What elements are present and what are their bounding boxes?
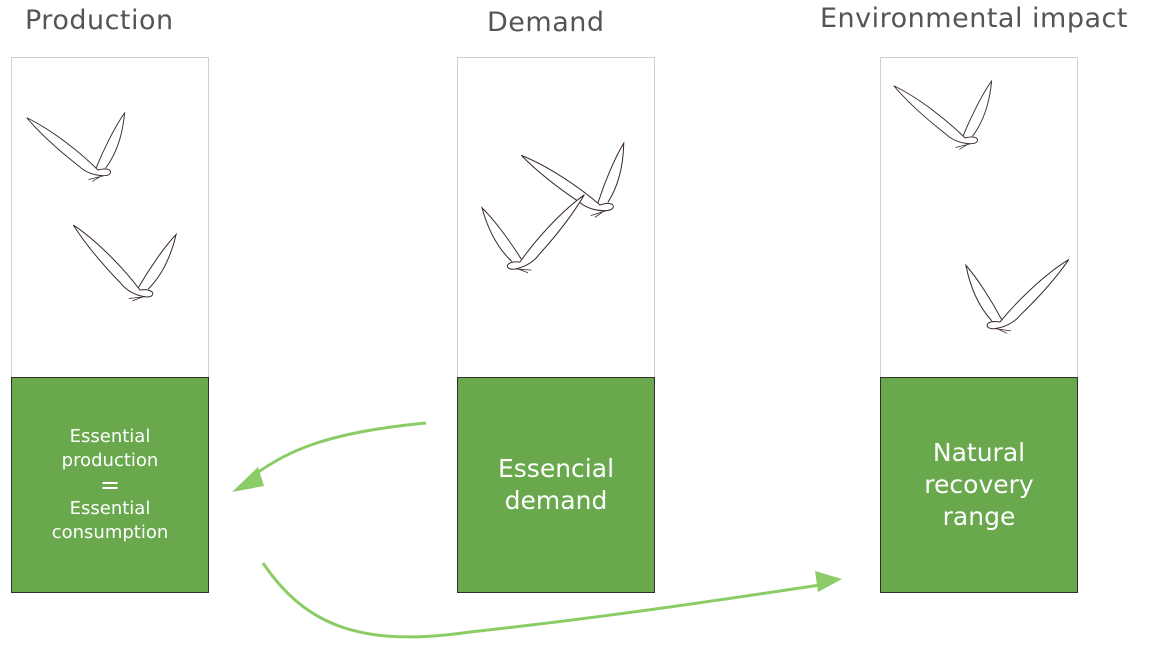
production-line-2: production (61, 450, 159, 471)
bird-icon (965, 253, 1077, 338)
bird-icon (481, 189, 597, 280)
production-title: Production (25, 5, 174, 36)
production-frame (11, 57, 209, 378)
impact-line-2: recovery (924, 470, 1034, 499)
bird-icon (63, 219, 177, 307)
production-line-5: consumption (51, 522, 169, 543)
production-line-1: Essential (69, 426, 151, 447)
demand-box: Essencial demand (457, 377, 655, 593)
impact-line-1: Natural (932, 438, 1026, 467)
arrow-icon (232, 421, 427, 492)
production-box: Essential production = Essential consump… (11, 377, 209, 593)
environmental-impact-title: Environmental impact (820, 3, 1128, 34)
impact-line-3: range (942, 502, 1016, 531)
environmental-impact-box: Natural recovery range (880, 377, 1078, 593)
production-line-4: Essential (69, 498, 151, 519)
bird-icon (26, 112, 126, 182)
equals-sign: = (99, 471, 121, 499)
demand-title: Demand (487, 7, 605, 38)
bird-icon (893, 80, 993, 150)
arrow-icon (261, 562, 842, 639)
demand-line-1: Essencial (497, 454, 615, 483)
production-column: Essential production = Essential consump… (11, 57, 209, 593)
demand-line-2: demand (504, 486, 608, 515)
